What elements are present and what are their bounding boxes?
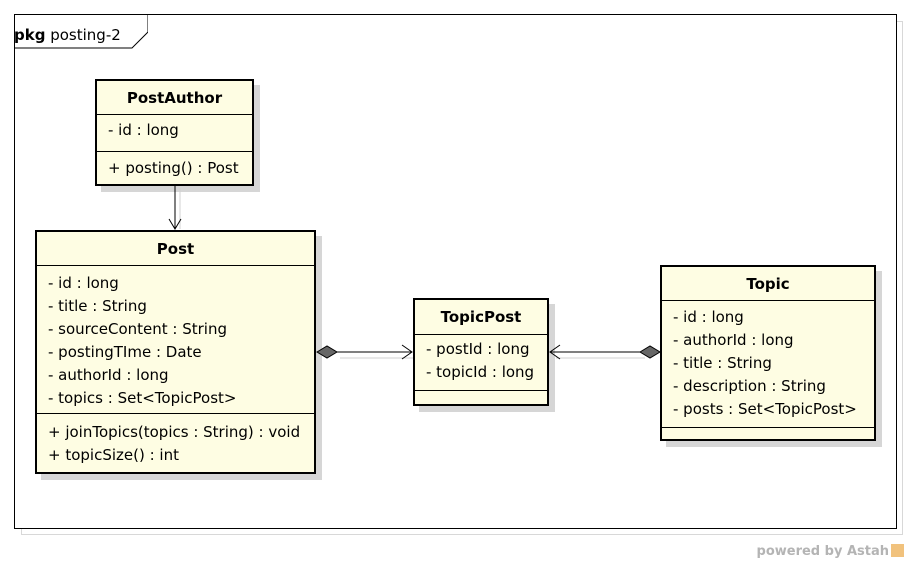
attribute: - posts : Set<TopicPost> xyxy=(673,400,857,418)
attributes-compartment: - id : long - title : String - sourceCon… xyxy=(37,266,314,414)
attribute: - description : String xyxy=(673,377,826,395)
attribute: - postId : long xyxy=(426,340,530,358)
operation: + posting() : Post xyxy=(108,159,239,177)
class-name: Post xyxy=(37,232,314,266)
attributes-compartment: - id : long - authorId : long - title : … xyxy=(662,301,874,428)
class-post[interactable]: Post - id : long - title : String - sour… xyxy=(35,230,316,474)
aggregation-post-topic-post[interactable] xyxy=(316,344,413,360)
attribute: - id : long xyxy=(108,121,179,139)
attributes-compartment: - id : long xyxy=(97,115,252,152)
watermark-text: powered by Astah xyxy=(756,544,889,559)
class-post-author[interactable]: PostAuthor - id : long + posting() : Pos… xyxy=(95,79,254,186)
aggregation-topic-topic-post[interactable] xyxy=(549,344,661,360)
attribute: - title : String xyxy=(673,354,772,372)
package-label: pkg posting-2 xyxy=(14,26,121,44)
operations-compartment: + posting() : Post xyxy=(97,152,252,184)
attribute: - topics : Set<TopicPost> xyxy=(48,389,237,407)
association-post-author-post[interactable] xyxy=(168,186,182,230)
operations-compartment: + joinTopics(topics : String) : void + t… xyxy=(37,414,314,471)
class-name: TopicPost xyxy=(415,300,547,335)
watermark: powered by Astah xyxy=(757,544,904,559)
package-keyword: pkg xyxy=(14,26,46,44)
attributes-compartment: - postId : long - topicId : long xyxy=(415,335,547,391)
attribute: - title : String xyxy=(48,297,147,315)
package-name: posting-2 xyxy=(50,26,121,44)
class-topic-post[interactable]: TopicPost - postId : long - topicId : lo… xyxy=(413,298,549,406)
operation: + joinTopics(topics : String) : void xyxy=(48,423,301,441)
attribute: - id : long xyxy=(673,308,744,326)
attribute: - topicId : long xyxy=(426,363,535,381)
attribute: - authorId : long xyxy=(673,331,794,349)
astah-logo-icon xyxy=(891,544,904,557)
class-name: PostAuthor xyxy=(97,81,252,115)
attribute: - sourceContent : String xyxy=(48,320,228,338)
attribute: - authorId : long xyxy=(48,366,169,384)
attribute: - postingTIme : Date xyxy=(48,343,202,361)
operation: + topicSize() : int xyxy=(48,446,179,464)
aggregation-diamond-icon xyxy=(316,345,338,359)
package-tab xyxy=(14,14,148,49)
class-name: Topic xyxy=(662,267,874,301)
class-topic[interactable]: Topic - id : long - authorId : long - ti… xyxy=(660,265,876,441)
aggregation-diamond-icon xyxy=(639,345,661,359)
attribute: - id : long xyxy=(48,274,119,292)
